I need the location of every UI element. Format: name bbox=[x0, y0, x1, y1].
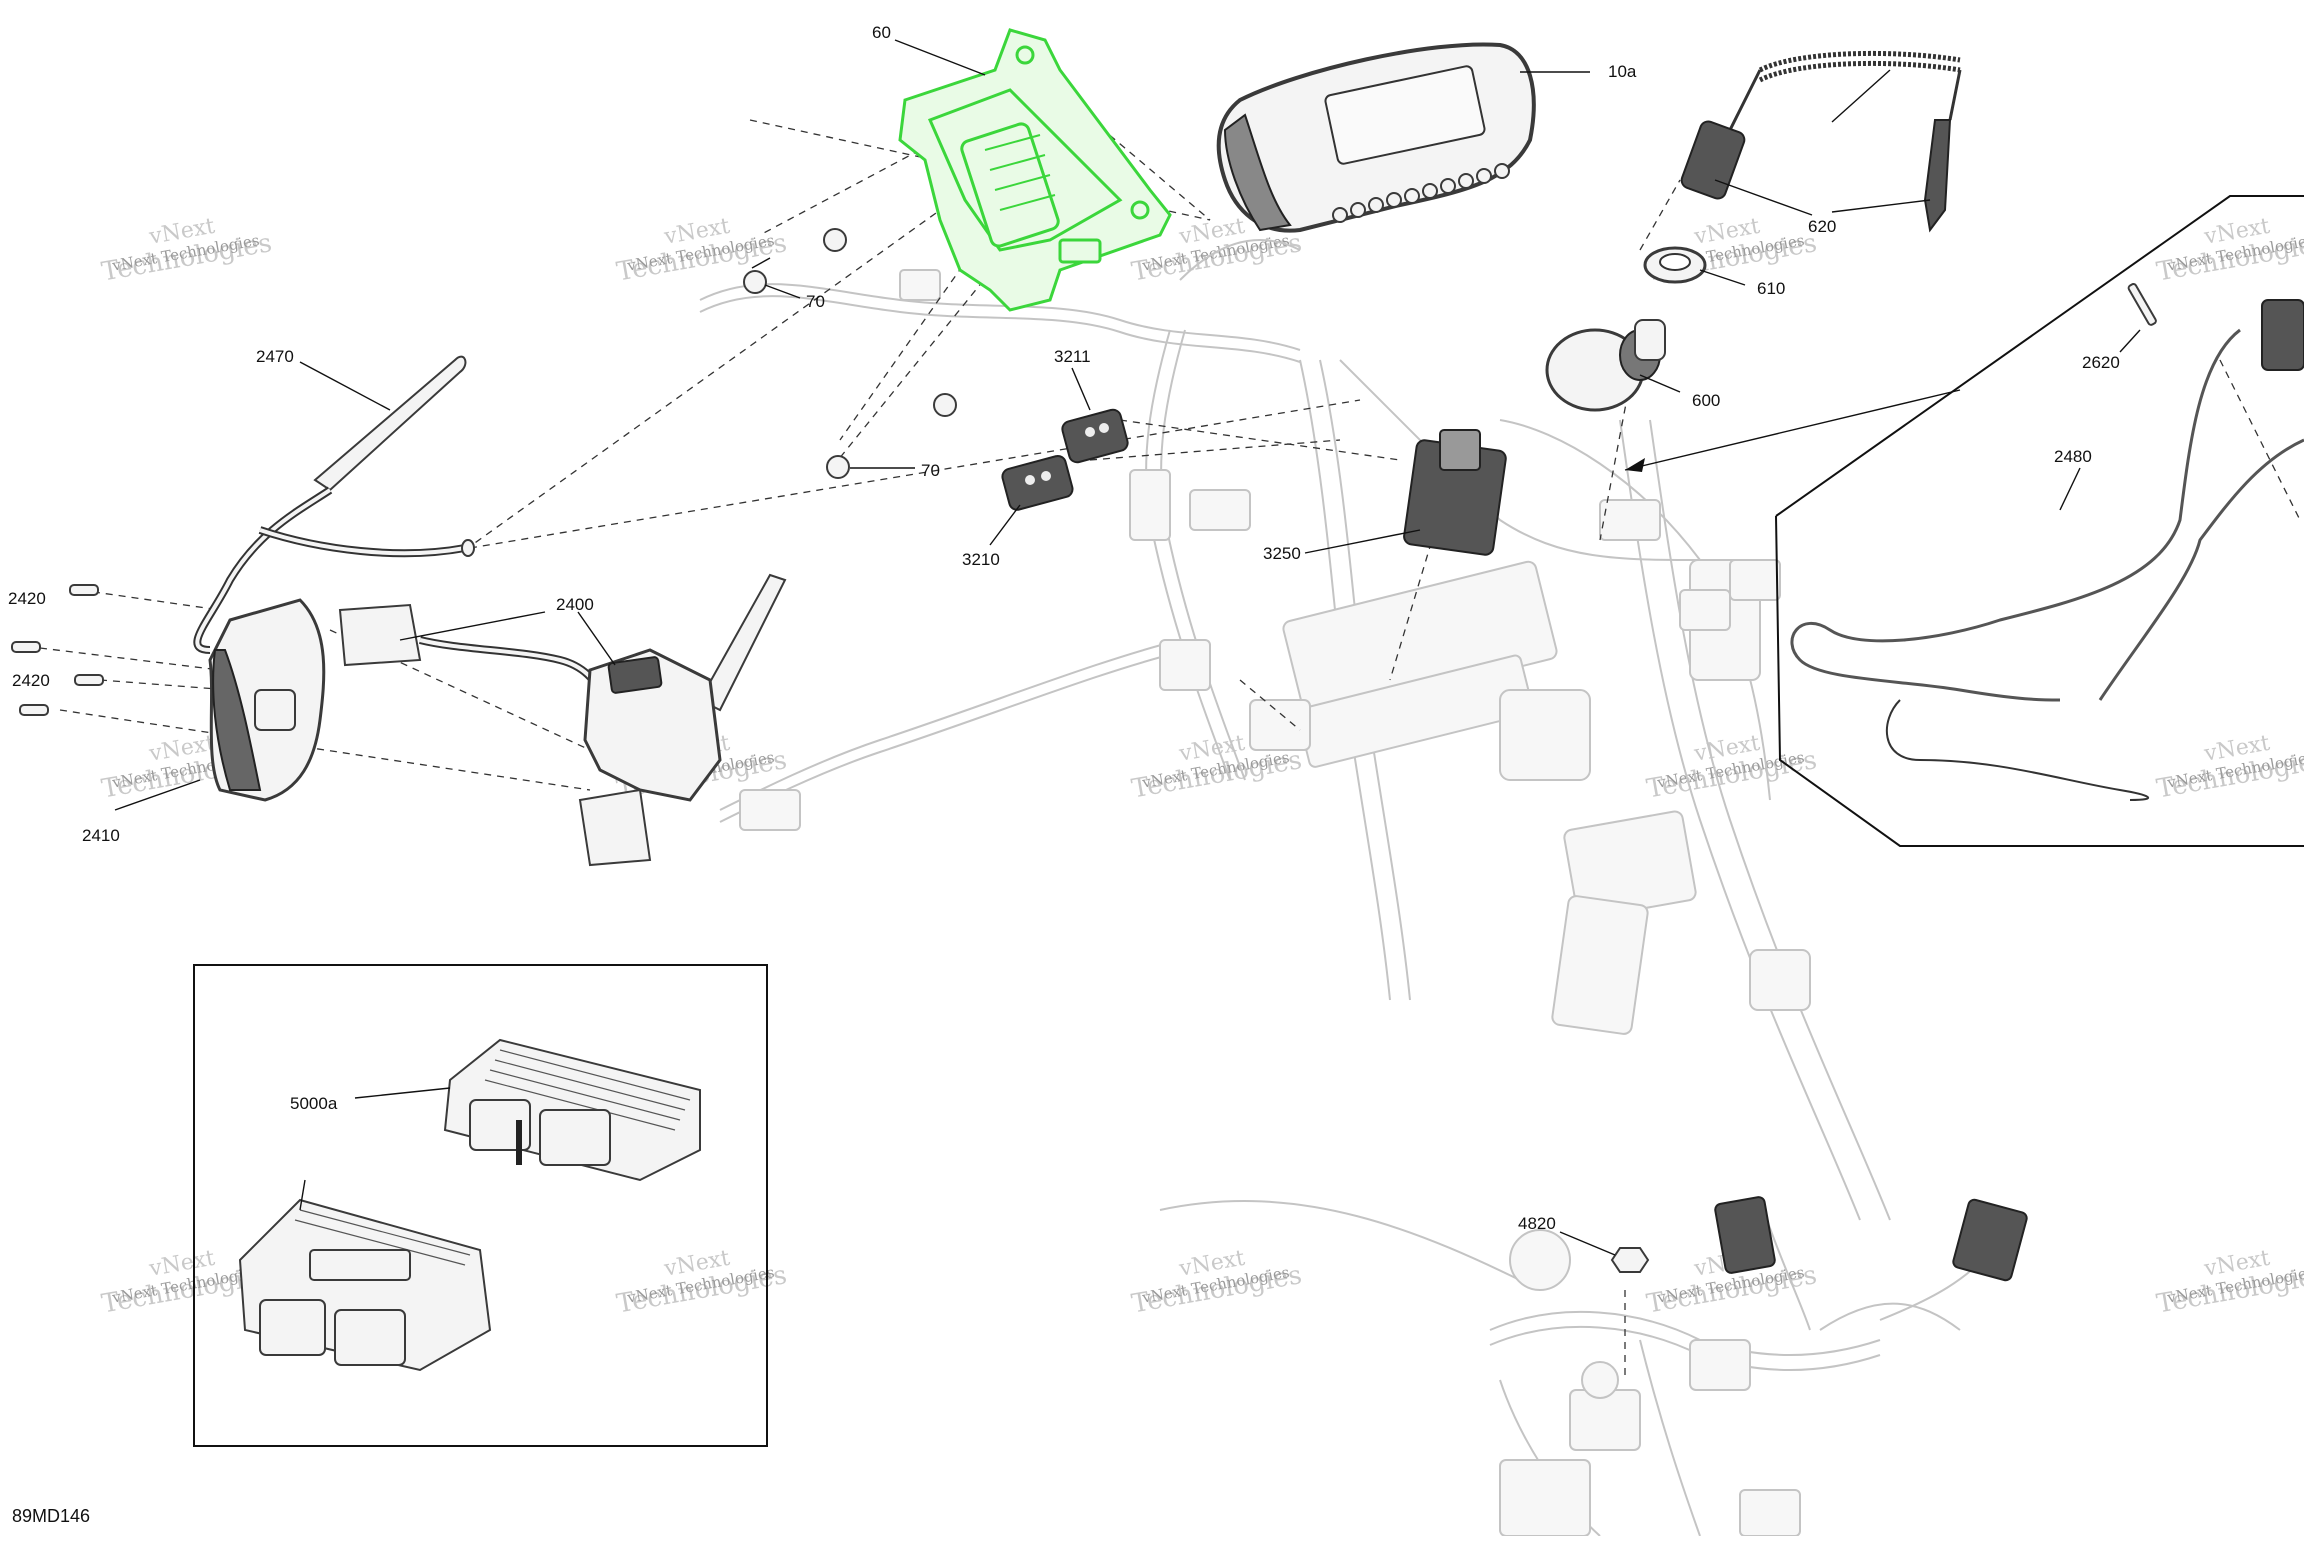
tether-cord-620[interactable] bbox=[1679, 50, 1962, 233]
label-2620: 2620 bbox=[2082, 353, 2120, 372]
label-3211: 3211 bbox=[1054, 347, 1091, 366]
connector-lower-right[interactable] bbox=[1714, 1196, 2028, 1282]
label-4820: 4820 bbox=[1518, 1214, 1556, 1233]
label-2420-upper: 2420 bbox=[8, 589, 46, 608]
label-leader-lines bbox=[114, 39, 2141, 1256]
ecu-inset-panel bbox=[193, 964, 768, 1447]
label-3210: 3210 bbox=[962, 550, 1000, 569]
screw-70-set[interactable] bbox=[743, 228, 957, 479]
label-620: 620 bbox=[1808, 217, 1836, 236]
ring-nut-610[interactable] bbox=[1643, 246, 1707, 284]
diagram-code: 89MD146 bbox=[12, 1506, 90, 1526]
display-cluster-10a[interactable] bbox=[1216, 42, 1536, 233]
screw-2420-set[interactable] bbox=[11, 584, 104, 716]
inset-detail-panel bbox=[1624, 195, 2304, 847]
label-70-lower: 70 bbox=[921, 461, 940, 480]
label-600: 600 bbox=[1692, 391, 1720, 410]
connector-3211[interactable] bbox=[1061, 408, 1130, 464]
label-2410: 2410 bbox=[82, 826, 120, 845]
label-2400: 2400 bbox=[556, 595, 594, 614]
ecu-module-5000a[interactable] bbox=[238, 1038, 701, 1372]
assembly-dashed-lines bbox=[39, 109, 2301, 1380]
handlebar-switch-2400[interactable] bbox=[338, 573, 787, 867]
label-2420-lower: 2420 bbox=[12, 671, 50, 690]
label-2470: 2470 bbox=[256, 347, 294, 366]
callout-labels: 60 10a 620 610 600 70 70 3211 3210 3250 … bbox=[8, 23, 2120, 1526]
switch-housing-2410[interactable] bbox=[208, 598, 326, 802]
label-3250: 3250 bbox=[1263, 544, 1301, 563]
cable-2470[interactable] bbox=[193, 355, 475, 654]
cable-2480[interactable] bbox=[1790, 328, 2304, 801]
label-10a: 10a bbox=[1608, 62, 1637, 81]
display-buttons-row bbox=[1332, 163, 1510, 223]
nut-4820[interactable] bbox=[1610, 1247, 1650, 1273]
key-switch-600[interactable] bbox=[1545, 319, 1666, 412]
wiring-harness-background bbox=[699, 239, 2001, 1537]
label-60: 60 bbox=[872, 23, 891, 42]
pin-2620[interactable] bbox=[2127, 283, 2157, 326]
label-70-upper: 70 bbox=[806, 292, 825, 311]
label-610: 610 bbox=[1757, 279, 1785, 298]
label-2480: 2480 bbox=[2054, 447, 2092, 466]
switch-block-3250[interactable] bbox=[1403, 429, 1507, 556]
connector-3210[interactable] bbox=[1001, 454, 1075, 511]
label-5000a: 5000a bbox=[290, 1094, 338, 1113]
mounting-bracket-60[interactable] bbox=[898, 28, 1172, 312]
